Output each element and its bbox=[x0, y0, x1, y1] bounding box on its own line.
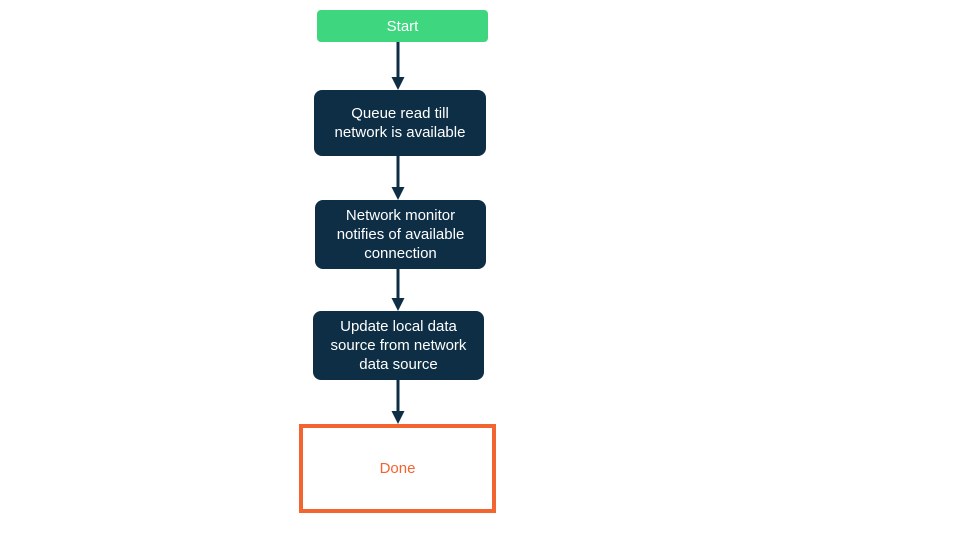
flow-node-update-local[interactable]: Update local data source from network da… bbox=[313, 311, 484, 380]
flow-arrow-queue-read-to-network-monitor bbox=[389, 156, 407, 200]
flow-node-label-update-local: Update local data source from network da… bbox=[330, 318, 467, 373]
flow-node-done[interactable]: Done bbox=[299, 424, 496, 513]
flow-arrow-start-to-queue-read bbox=[389, 42, 407, 90]
flow-node-network-monitor[interactable]: Network monitor notifies of available co… bbox=[315, 200, 486, 269]
flow-node-label-start: Start bbox=[386, 17, 419, 35]
flow-node-label-queue-read: Queue read till network is available bbox=[334, 105, 466, 141]
flow-node-queue-read[interactable]: Queue read till network is available bbox=[314, 90, 486, 156]
flow-arrow-network-monitor-to-update-local bbox=[389, 269, 407, 311]
flow-node-label-network-monitor: Network monitor notifies of available co… bbox=[336, 207, 465, 262]
flow-arrow-update-local-to-done bbox=[389, 380, 407, 424]
flow-node-start[interactable]: Start bbox=[317, 10, 488, 42]
flow-node-label-done: Done bbox=[379, 460, 416, 477]
